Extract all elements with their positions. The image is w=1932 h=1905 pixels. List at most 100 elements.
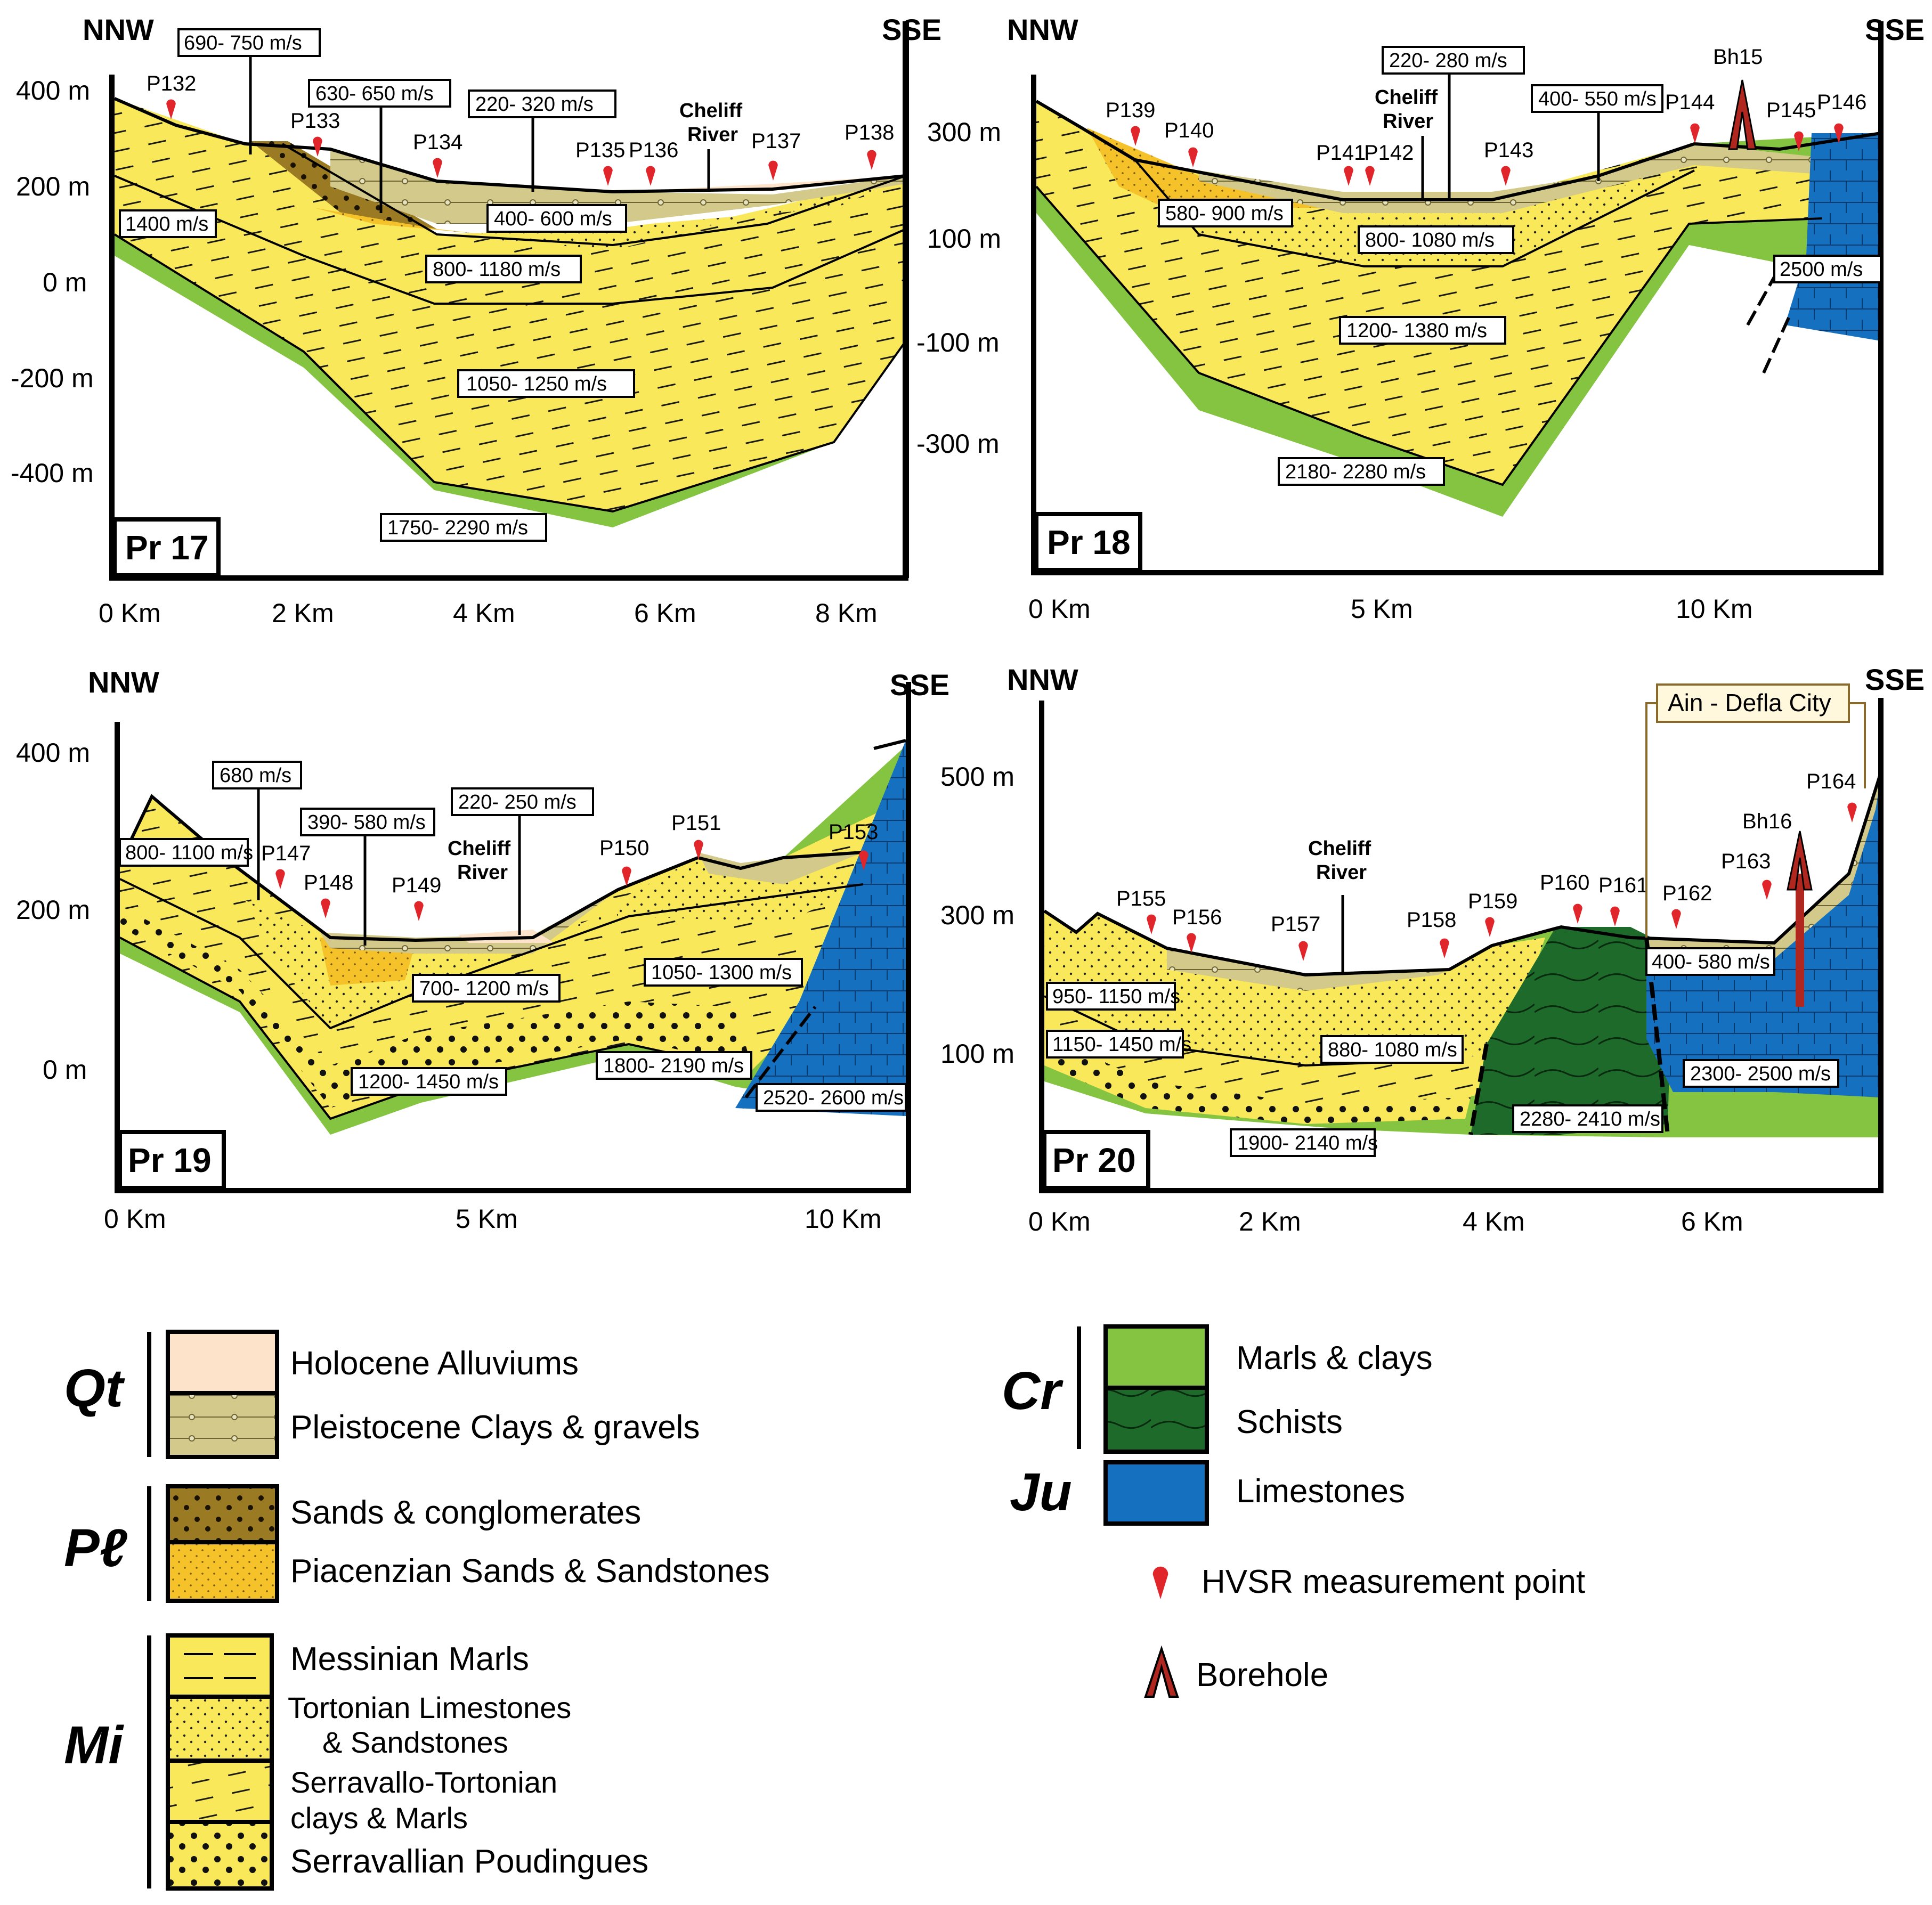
tortonian-layer bbox=[245, 900, 623, 1028]
legend-label: Sands & conglomerates bbox=[290, 1494, 641, 1531]
velocity-label: 1200- 1450 m/s bbox=[351, 1067, 507, 1096]
hvsr-label: P159 bbox=[1468, 890, 1517, 913]
legend-label: Schists bbox=[1236, 1404, 1343, 1440]
svg-text:2180- 2280 m/s: 2180- 2280 m/s bbox=[1285, 461, 1426, 483]
svg-text:630- 650 m/s: 630- 650 m/s bbox=[315, 83, 434, 105]
hvsr-label: P162 bbox=[1662, 882, 1712, 905]
x-tick-label: 8 Km bbox=[815, 598, 878, 628]
section-frame bbox=[1031, 21, 1884, 575]
section-pr18: NNW SSE Pr 18 300 m 100 m -100 m -300 m … bbox=[916, 13, 1925, 624]
legend-swatch-limestones bbox=[1103, 1460, 1209, 1526]
svg-text:1800- 2190 m/s: 1800- 2190 m/s bbox=[603, 1055, 744, 1077]
svg-text:220- 280 m/s: 220- 280 m/s bbox=[1389, 50, 1507, 72]
svg-text:Ain - Defla City: Ain - Defla City bbox=[1668, 689, 1831, 717]
hvsr-label: P135 bbox=[575, 139, 625, 162]
hvsr-label: P158 bbox=[1407, 908, 1456, 932]
y-axis: 400 m 200 m 0 m -200 m -400 m bbox=[11, 76, 94, 488]
pleistocene-layer bbox=[330, 149, 906, 224]
velocity-label: 390- 580 m/s bbox=[300, 808, 435, 836]
x-axis: 0 Km 5 Km 10 Km bbox=[104, 1204, 882, 1234]
hvsr-label: P139 bbox=[1106, 99, 1155, 122]
legend-group-qt: Qt bbox=[64, 1358, 125, 1418]
velocity-label: 950- 1150 m/s bbox=[1046, 982, 1180, 1011]
borehole-icon: Bh16 bbox=[1742, 810, 1813, 1007]
legend-swatch-piacenzian bbox=[166, 1540, 279, 1603]
hvsr-label: P149 bbox=[392, 874, 441, 897]
hvsr-label: P133 bbox=[290, 109, 340, 133]
hvsr-label: P146 bbox=[1817, 91, 1866, 114]
topography-line bbox=[118, 794, 864, 942]
section-pr20: NNW SSE Pr 20 500 m 300 m 100 m 0 Km 2 K… bbox=[940, 663, 1925, 1236]
section-label: Pr 19 bbox=[118, 1130, 226, 1190]
velocity-label: 220- 320 m/s bbox=[468, 89, 616, 118]
y-tick-label: 500 m bbox=[940, 762, 1014, 792]
section-label: Pr 17 bbox=[112, 517, 221, 577]
legend-group-ju: Ju bbox=[1010, 1462, 1072, 1522]
velocity-label: 630- 650 m/s bbox=[308, 79, 451, 108]
legend-label: Marls & clays bbox=[1236, 1340, 1433, 1377]
svg-text:800- 1080 m/s: 800- 1080 m/s bbox=[1365, 229, 1495, 251]
svg-text:800- 1180 m/s: 800- 1180 m/s bbox=[433, 258, 561, 281]
legend-group-cr: Cr bbox=[1002, 1361, 1064, 1421]
hvsr-label: P163 bbox=[1721, 850, 1771, 873]
contact-line bbox=[119, 878, 864, 1030]
hvsr-label: P144 bbox=[1665, 91, 1715, 114]
x-tick-label: 4 Km bbox=[1463, 1207, 1525, 1236]
hvsr-label: P151 bbox=[671, 811, 721, 835]
svg-text:880- 1080 m/s: 880- 1080 m/s bbox=[1328, 1039, 1457, 1061]
hvsr-label: P157 bbox=[1271, 913, 1320, 936]
section-pr19: NNW SSE Pr 19 400 m 200 m 0 m 0 Km 5 Km … bbox=[16, 665, 949, 1234]
velocity-label: 2500 m/s bbox=[1773, 255, 1882, 283]
y-tick-label: 200 m bbox=[16, 172, 90, 201]
borehole-label: Bh16 bbox=[1742, 810, 1792, 833]
section-pr17: NNW SSE Pr 17 400 m 200 m 0 m -200 m -40… bbox=[11, 13, 941, 628]
x-axis: 0 Km 2 Km 4 Km 6 Km bbox=[1028, 1207, 1743, 1236]
hvsr-label: P143 bbox=[1484, 139, 1533, 162]
direction-right: SSE bbox=[1865, 13, 1925, 46]
x-tick-label: 0 Km bbox=[1028, 594, 1091, 624]
legend-label: Limestones bbox=[1236, 1473, 1405, 1510]
svg-text:1900- 2140 m/s: 1900- 2140 m/s bbox=[1237, 1132, 1378, 1154]
velocity-label: 880- 1080 m/s bbox=[1320, 1035, 1464, 1064]
legend-label: Tortonian Limestones bbox=[288, 1691, 571, 1724]
velocity-label: 220- 280 m/s bbox=[1382, 46, 1525, 75]
limestones-layer bbox=[735, 740, 906, 1116]
pleistocene-layer bbox=[1646, 778, 1881, 959]
svg-text:400- 580 m/s: 400- 580 m/s bbox=[1652, 951, 1770, 973]
legend-label: Pleistocene Clays & gravels bbox=[290, 1409, 700, 1446]
legend-label: Messinian Marls bbox=[290, 1641, 529, 1678]
y-axis: 300 m 100 m -100 m -300 m bbox=[916, 117, 1001, 459]
pleistocene-layer bbox=[1199, 144, 1844, 213]
velocity-label: 1750- 2290 m/s bbox=[380, 513, 547, 542]
velocity-label: 690- 750 m/s bbox=[177, 28, 321, 57]
river-label: River bbox=[457, 861, 508, 884]
svg-text:2500 m/s: 2500 m/s bbox=[1780, 258, 1863, 281]
x-tick-label: 0 Km bbox=[104, 1204, 166, 1234]
velocity-label: 1050- 1300 m/s bbox=[644, 958, 803, 987]
y-tick-label: -300 m bbox=[916, 429, 1000, 459]
direction-left: NNW bbox=[1007, 13, 1078, 46]
river-label: Cheliff bbox=[1375, 86, 1438, 109]
legend-label: Holocene Alluviums bbox=[290, 1345, 579, 1382]
velocity-label: 800- 1180 m/s bbox=[425, 255, 582, 283]
x-tick-label: 5 Km bbox=[456, 1204, 518, 1234]
section-label: Pr 18 bbox=[1034, 512, 1142, 572]
legend-swatch-serravallian bbox=[166, 1820, 274, 1891]
velocity-label: 1400 m/s bbox=[119, 209, 217, 238]
svg-text:220- 320 m/s: 220- 320 m/s bbox=[475, 93, 594, 116]
legend-swatch-holocene bbox=[166, 1330, 279, 1395]
hvsr-label: P153 bbox=[829, 820, 878, 844]
y-tick-label: 400 m bbox=[16, 738, 90, 768]
velocity-label: 1150- 1450 m/s bbox=[1046, 1030, 1191, 1059]
x-tick-label: 2 Km bbox=[272, 598, 334, 628]
velocity-label: 400- 600 m/s bbox=[486, 204, 627, 233]
direction-left: NNW bbox=[1007, 663, 1078, 696]
svg-text:1750- 2290 m/s: 1750- 2290 m/s bbox=[387, 517, 528, 539]
hvsr-label: P160 bbox=[1540, 871, 1589, 894]
contact-line bbox=[113, 233, 907, 513]
hvsr-label: P148 bbox=[304, 871, 353, 894]
hvsr-label: P141 bbox=[1316, 141, 1366, 165]
hvsr-points: P139 P140 P141 P142 P143 P144 P145 P146 bbox=[1106, 91, 1866, 186]
hvsr-label: P156 bbox=[1172, 906, 1222, 929]
